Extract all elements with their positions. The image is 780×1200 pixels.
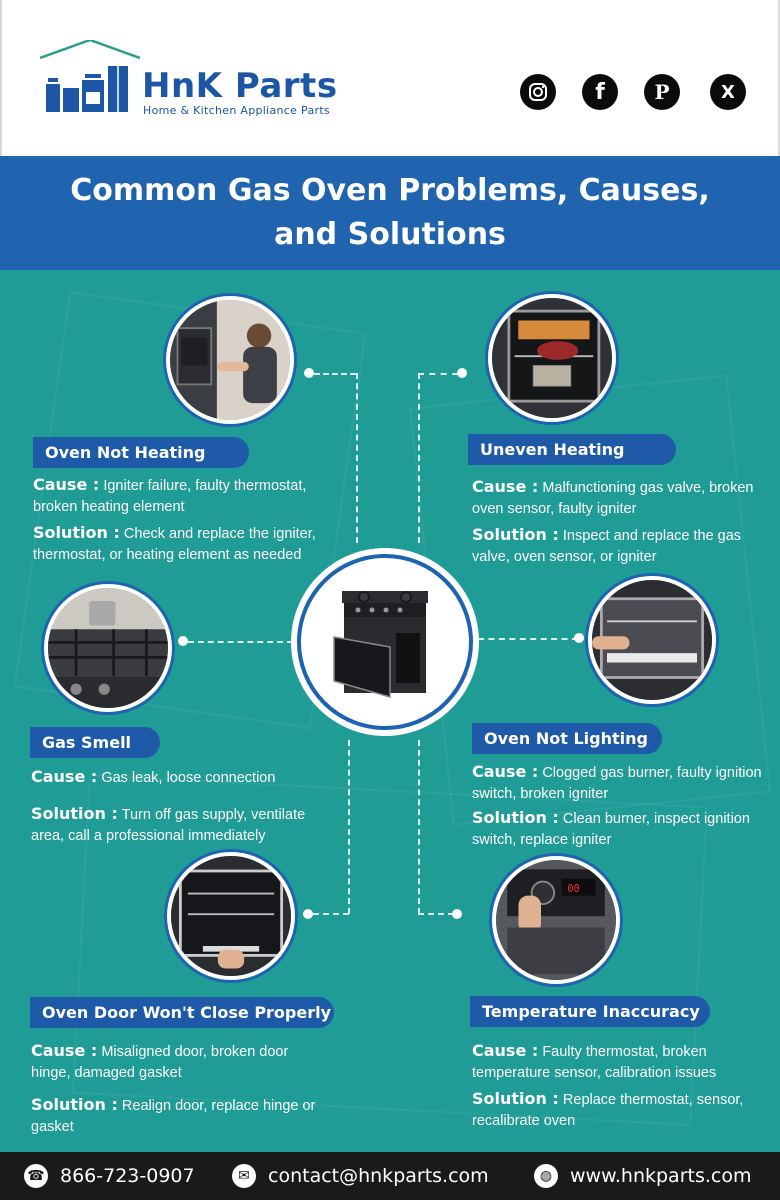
connector-dot	[457, 368, 467, 378]
solution-text: Solution : Check and replace the igniter…	[33, 523, 316, 563]
cause-text: Cause : Igniter failure, faulty thermost…	[33, 475, 307, 515]
website-url: www.hnkparts.com	[570, 1165, 752, 1187]
cause-text: Cause : Clogged gas burner, faulty ignit…	[472, 762, 762, 802]
connector-dot	[574, 633, 584, 643]
title-band: Common Gas Oven Problems, Causes, and So…	[0, 156, 780, 270]
connector-line	[313, 913, 349, 915]
mail-icon: ✉	[232, 1164, 256, 1188]
facebook-glyph: f	[595, 79, 605, 105]
connector-dot	[304, 368, 314, 378]
instagram-icon[interactable]	[520, 74, 556, 110]
x-glyph: X	[721, 81, 735, 103]
problem-title-oven-not-heating: Oven Not Heating	[33, 437, 249, 468]
brand-tagline: Home & Kitchen Appliance Parts	[143, 104, 330, 117]
globe-icon: ◍	[534, 1164, 558, 1188]
gas-smell-photo	[44, 584, 172, 712]
facebook-icon[interactable]: f	[582, 74, 618, 110]
gas-range-icon	[333, 591, 428, 698]
brand-logo[interactable]: HnK Parts Home & Kitchen Appliance Parts	[40, 40, 340, 118]
solution-text: Solution : Turn off gas supply, ventilat…	[31, 804, 306, 844]
oven-not-heating-photo	[166, 296, 294, 424]
connector-line	[418, 373, 420, 543]
connector-line	[356, 373, 358, 543]
cause-text: Cause : Misaligned door, broken door hin…	[31, 1041, 289, 1081]
solution-text: Solution : Replace thermostat, sensor, r…	[472, 1089, 744, 1129]
footer: ☎ 866-723-0907 ✉ contact@hnkparts.com ◍ …	[0, 1152, 780, 1200]
phone-icon: ☎	[24, 1164, 48, 1188]
connector-line	[418, 373, 458, 375]
phone-number: 866-723-0907	[60, 1165, 195, 1187]
connector-line	[348, 740, 350, 914]
problem-title-uneven-heating: Uneven Heating	[468, 434, 676, 465]
solution-text: Solution : Realign door, replace hinge o…	[31, 1095, 316, 1135]
gas-range-photo	[297, 554, 473, 730]
solution-text: Solution : Inspect and replace the gas v…	[472, 525, 742, 565]
cause-text: Cause : Faulty thermostat, broken temper…	[472, 1041, 717, 1081]
cause-text: Cause : Malfunctioning gas valve, broken…	[472, 477, 754, 517]
problem-details-temperature: Cause : Faulty thermostat, broken temper…	[472, 1040, 772, 1132]
connector-dot	[178, 636, 188, 646]
problem-details-oven-not-heating: Cause : Igniter failure, faulty thermost…	[33, 474, 333, 566]
uneven-heating-photo	[488, 294, 616, 422]
problem-title-oven-door: Oven Door Won't Close Properly	[30, 997, 334, 1028]
connector-line	[478, 638, 578, 640]
problem-title-temperature: Temperature Inaccuracy	[470, 996, 710, 1027]
connector-dot	[303, 909, 313, 919]
problem-details-oven-door: Cause : Misaligned door, broken door hin…	[31, 1040, 321, 1138]
connector-dot	[452, 909, 462, 919]
connector-line	[418, 913, 454, 915]
cause-text: Cause : Gas leak, loose connection	[31, 767, 276, 786]
footer-website[interactable]: ◍ www.hnkparts.com	[534, 1162, 751, 1190]
temperature-inaccuracy-photo: 00	[492, 856, 620, 984]
problem-title-oven-not-lighting: Oven Not Lighting	[472, 723, 662, 754]
footer-email[interactable]: ✉ contact@hnkparts.com	[232, 1162, 489, 1190]
oven-door-photo	[167, 852, 295, 980]
pinterest-glyph: P	[654, 80, 670, 104]
problem-details-uneven-heating: Cause : Malfunctioning gas valve, broken…	[472, 476, 772, 568]
solution-text: Solution : Clean burner, inspect ignitio…	[472, 808, 750, 848]
pinterest-icon[interactable]: P	[644, 74, 680, 110]
appliance-logo-icon	[40, 40, 140, 112]
brand-name: HnK Parts	[142, 66, 338, 106]
oven-not-lighting-photo	[588, 576, 716, 704]
header: HnK Parts Home & Kitchen Appliance Parts…	[0, 0, 780, 156]
page-title: Common Gas Oven Problems, Causes, and So…	[70, 173, 710, 252]
connector-line	[188, 641, 293, 643]
x-icon[interactable]: X	[710, 74, 746, 110]
problem-details-oven-not-lighting: Cause : Clogged gas burner, faulty ignit…	[472, 761, 772, 851]
problem-details-gas-smell: Cause : Gas leak, loose connection Solut…	[31, 766, 331, 847]
connector-line	[314, 373, 356, 375]
problem-title-gas-smell: Gas Smell	[30, 727, 160, 758]
email-address: contact@hnkparts.com	[268, 1165, 489, 1187]
connector-line	[418, 740, 420, 914]
footer-phone[interactable]: ☎ 866-723-0907	[24, 1162, 195, 1190]
svg-text:00: 00	[567, 883, 579, 895]
